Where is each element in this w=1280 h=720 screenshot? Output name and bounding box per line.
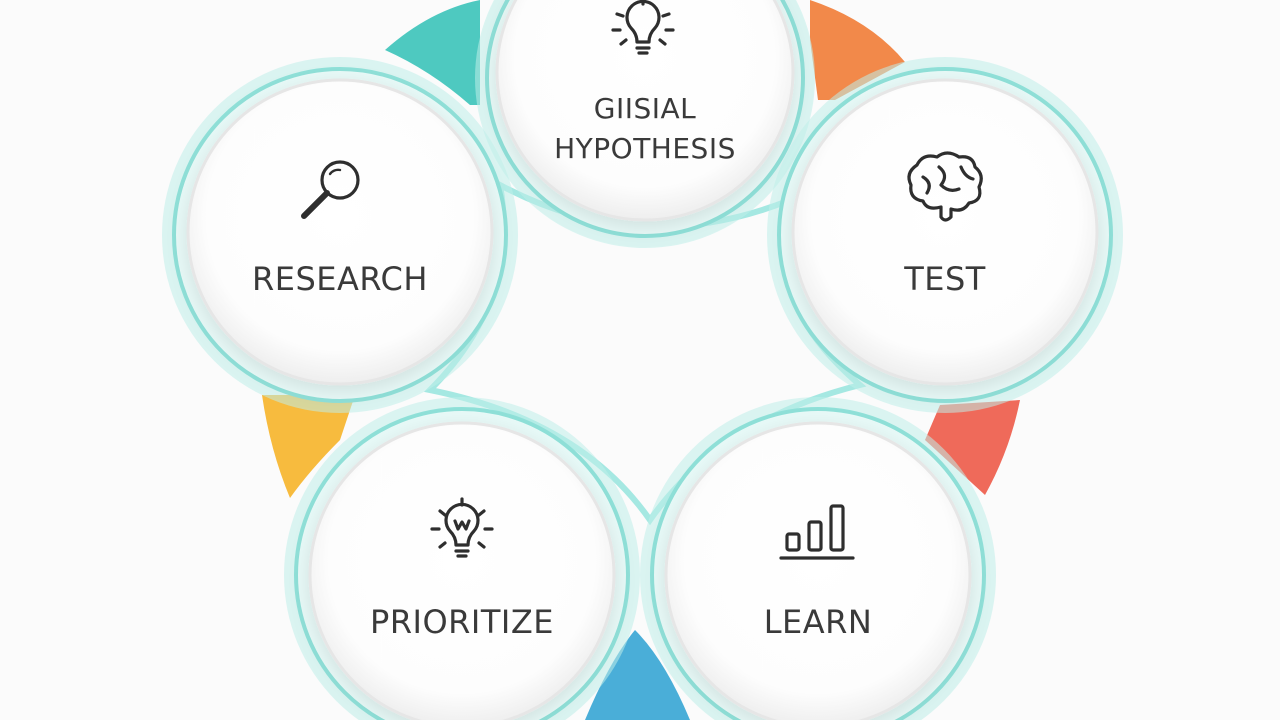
step-learn: LEARN [640,397,996,720]
segment-yellow [262,395,355,498]
learn-label: LEARN [764,603,873,641]
hypothesis-label-line2: HYPOTHESIS [554,132,736,165]
segment-teal [385,0,480,105]
color-segments [262,0,1020,720]
segment-red [925,400,1020,495]
test-label: TEST [903,260,986,298]
segment-orange [810,0,905,100]
segment-blue [585,630,690,720]
step-research: RESEARCH [162,57,518,413]
hypothesis-label-line1: GIISIAL [594,92,697,125]
research-label: RESEARCH [252,260,428,298]
bar-chart-icon [779,504,855,560]
step-hypothesis: GIISIAL HYPOTHESIS [475,0,815,248]
step-prioritize: PRIORITIZE [284,397,640,720]
brain-icon [907,151,983,222]
prioritize-label: PRIORITIZE [370,603,554,641]
step-test: TEST [767,57,1123,413]
lightbulb-icon [611,0,675,55]
magnifier-icon [301,160,360,219]
lightbulb-idea-icon [430,497,494,558]
